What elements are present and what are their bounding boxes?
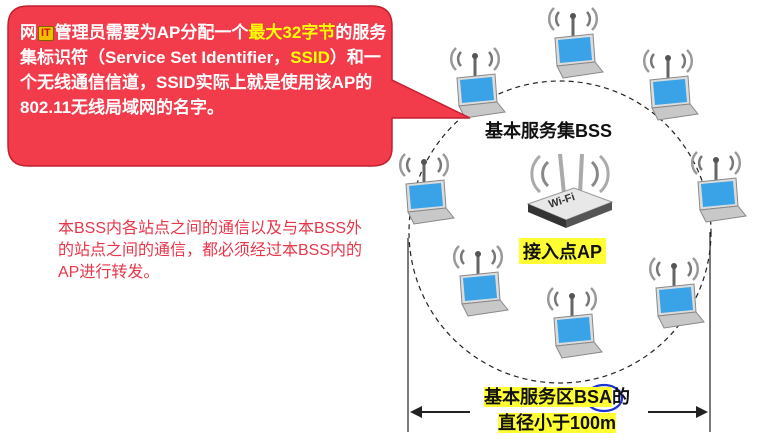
arrowhead-right (696, 406, 708, 418)
laptop-wifi-icon (642, 48, 700, 122)
bss-boundary (408, 80, 712, 384)
laptop-wifi-icon (546, 286, 604, 360)
ap-label: 接入点AP (519, 238, 607, 264)
callout-bubble (7, 5, 471, 167)
laptop-wifi-icon (449, 46, 507, 120)
bss-label: 基本服务集BSS (485, 121, 613, 141)
bsa-label: 基本服务区BSA的 直径小于100m (483, 387, 630, 433)
laptop-wifi-icon (452, 244, 510, 318)
highlight-max32: 最大32字节 (248, 23, 336, 42)
laptop-wifi-icon (690, 150, 748, 224)
highlight-ssid: SSID (290, 48, 330, 67)
laptop-wifi-icon (398, 152, 456, 226)
it-badge: IT (38, 26, 54, 41)
laptop-wifi-icon (547, 6, 605, 80)
laptop-wifi-icon (648, 256, 706, 330)
arrowhead-left (410, 406, 422, 418)
wifi-router-icon: Wi-Fi (526, 153, 614, 228)
forwarding-note: 本BSS内各站点之间的通信以及与本BSS外的站点之间的通信，都必须经过本BSS内… (58, 220, 363, 281)
